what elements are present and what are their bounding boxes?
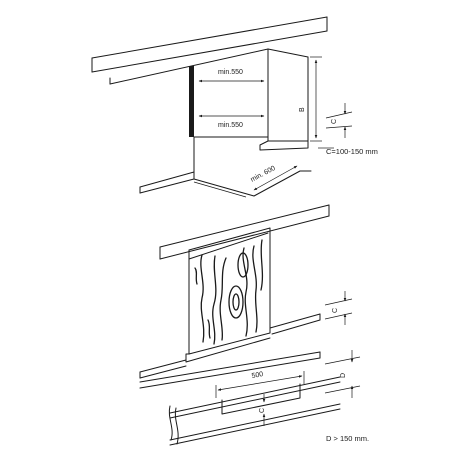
bottom-diagram: C 500 C <box>139 204 369 446</box>
appliance-box <box>259 48 309 151</box>
dim-depth-lower-label: D <box>340 373 347 378</box>
countertop <box>91 16 328 85</box>
dim-vent-gap-label: C <box>259 408 266 413</box>
dim-height: B <box>299 56 322 142</box>
plinth-note: C=100-150 mm <box>326 147 378 156</box>
dim-depth-lower: D <box>324 350 361 398</box>
dim-depth-label: min. 600 <box>250 165 277 184</box>
vent-note: D > 150 mm. <box>326 434 369 443</box>
lower-countertop <box>159 204 330 260</box>
niche-wall <box>139 136 269 194</box>
dim-plinth-lower: C <box>324 291 353 325</box>
top-diagram: min.550 min.550 min. 600 B C <box>91 16 378 198</box>
vent-section <box>139 351 341 446</box>
decor-door <box>188 227 271 355</box>
lower-plinth <box>139 313 321 379</box>
dim-plinth: C <box>318 103 353 149</box>
dim-width-top: min.550 <box>198 69 265 83</box>
wood-grain <box>194 239 264 345</box>
dim-width-top-label: min.550 <box>218 69 243 76</box>
dim-width-bottom: min.550 <box>198 114 265 129</box>
dim-width-bottom-label: min.550 <box>218 122 243 129</box>
dim-height-label: B <box>299 107 306 112</box>
dim-vent-width-label: 500 <box>251 371 264 380</box>
dim-plinth-lower-label: C <box>332 308 339 313</box>
dim-vent-width: 500 <box>215 371 305 398</box>
dim-vent-gap: C <box>259 394 266 426</box>
dim-plinth-label: C <box>331 119 338 124</box>
side-panel <box>189 66 194 137</box>
